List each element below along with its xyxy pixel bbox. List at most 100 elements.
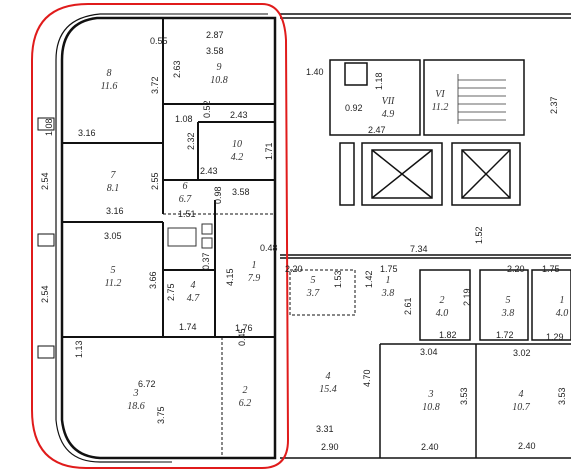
- room-number: 9: [217, 62, 222, 73]
- dimension-label: 3.16: [78, 128, 96, 138]
- dimension-label: 2.61: [403, 297, 413, 315]
- room-area: 8.1: [107, 183, 120, 194]
- dimension-label: 3.16: [106, 206, 124, 216]
- dimension-label: 1.74: [179, 322, 197, 332]
- dimension-label: 2.37: [549, 96, 559, 114]
- dimension-label: 2.40: [518, 441, 536, 451]
- room-area: 4.2: [231, 152, 244, 163]
- room-number: 1: [560, 295, 565, 306]
- dimension-label: 2.54: [40, 172, 50, 190]
- dimension-label: 1.18: [374, 72, 384, 90]
- dimension-label: 3.66: [148, 271, 158, 289]
- room-number: 2: [440, 295, 445, 306]
- dimension-label: 1.71: [264, 142, 274, 160]
- dimension-label: 0.98: [213, 186, 223, 204]
- room-number: 1: [252, 260, 257, 271]
- dimension-label: 1.76: [235, 323, 253, 333]
- room-area: 3.8: [381, 288, 395, 299]
- dimension-label: 2.40: [421, 442, 439, 452]
- dimension-label: 2.75: [166, 283, 176, 301]
- dimension-label: 1.82: [439, 330, 457, 340]
- top-windows: [148, 13, 268, 463]
- dimension-label: 3.31: [316, 424, 334, 434]
- dimension-label: 3.75: [156, 406, 166, 424]
- dimension-label: 2.55: [150, 172, 160, 190]
- room-area: 11.2: [105, 278, 122, 289]
- neighbour-walls: [280, 13, 571, 459]
- dimension-label: 2.87: [206, 30, 224, 40]
- room-area: 15.4: [319, 384, 337, 395]
- dimension-label: 2.90: [321, 442, 339, 452]
- room-number: 5: [311, 275, 316, 286]
- dimension-label: 3.05: [104, 231, 122, 241]
- room-labels: 8 11.6 9 10.8 10 4.2 7 8.1 6 6.7 5 11.2 …: [101, 62, 569, 413]
- room-area: 10.8: [422, 402, 440, 413]
- room-number: 5: [111, 265, 116, 276]
- dimension-label: 2.63: [172, 60, 182, 78]
- room-number: 3: [428, 389, 434, 400]
- room-number: 10: [232, 139, 242, 150]
- room-number: 2: [243, 385, 248, 396]
- dimension-label: 4.70: [362, 369, 372, 387]
- apartment-walls: [55, 13, 277, 463]
- dimension-label: 3.72: [150, 76, 160, 94]
- room-number: 3: [133, 388, 139, 399]
- dimension-label: 2.47: [368, 125, 386, 135]
- dimension-label: 1.42: [364, 270, 374, 288]
- dimension-label: 2.20: [285, 264, 303, 274]
- room-area: 4.9: [382, 109, 395, 120]
- room-number: 8: [107, 68, 112, 79]
- dimension-label: 1.13: [74, 340, 84, 358]
- dimension-label: 1.52: [474, 226, 484, 244]
- room-area: 7.9: [248, 273, 261, 284]
- dimension-label: 3.53: [557, 387, 567, 405]
- dimension-label: 2.54: [40, 285, 50, 303]
- room-number: VII: [382, 96, 395, 107]
- dimension-label: 6.72: [138, 379, 156, 389]
- room-area: 11.2: [432, 102, 449, 113]
- dimension-label: 4.15: [225, 268, 235, 286]
- dimension-label: 1.51: [178, 209, 196, 219]
- dimension-label: 1.08: [44, 118, 54, 136]
- room-area: 6.2: [239, 398, 252, 409]
- room-area: 10.8: [210, 75, 228, 86]
- dimension-label: 3.58: [232, 187, 250, 197]
- dimension-label: 0.92: [345, 103, 363, 113]
- room-area: 4.7: [187, 293, 201, 304]
- dimension-label: 0.45: [237, 328, 247, 346]
- dimension-label: 3.53: [459, 387, 469, 405]
- dimension-label: 0.52: [202, 100, 212, 118]
- room-area: 4.0: [436, 308, 449, 319]
- room-number: VI: [435, 89, 445, 100]
- left-windows: [37, 117, 55, 359]
- dimension-label: 7.34: [410, 244, 428, 254]
- dimension-label: 3.58: [206, 46, 224, 56]
- room-area: 10.7: [512, 402, 531, 413]
- dimension-label: 1.75: [380, 264, 398, 274]
- room-number: 4: [326, 371, 331, 382]
- room-number: 7: [111, 170, 117, 181]
- dimension-label: 2.43: [230, 110, 248, 120]
- room-area: 18.6: [127, 401, 145, 412]
- room-area: 3.8: [501, 308, 515, 319]
- dimension-labels: 0.55 2.87 3.58 3.72 2.63 1.40 1.18 2.37 …: [40, 30, 567, 452]
- dimension-label: 1.75: [542, 264, 560, 274]
- staircase: [457, 74, 506, 124]
- dimension-label: 2.19: [462, 288, 472, 306]
- interior-walls: [62, 18, 275, 458]
- dimension-label: 1.08: [175, 114, 193, 124]
- dimension-label: 3.02: [513, 348, 531, 358]
- room-number: 6: [183, 181, 188, 192]
- room-area: 4.0: [556, 308, 569, 319]
- room-number: 4: [519, 389, 524, 400]
- room-area: 3.7: [306, 288, 321, 299]
- room-area: 11.6: [101, 81, 118, 92]
- dimension-label: 1.40: [306, 67, 324, 77]
- dimension-label: 1.29: [546, 332, 564, 342]
- dimension-label: 0.55: [150, 36, 168, 46]
- dimension-label: 1.72: [496, 330, 514, 340]
- room-number: 4: [191, 280, 196, 291]
- dimension-label: 0.48: [260, 243, 278, 253]
- room-number: 1: [386, 275, 391, 286]
